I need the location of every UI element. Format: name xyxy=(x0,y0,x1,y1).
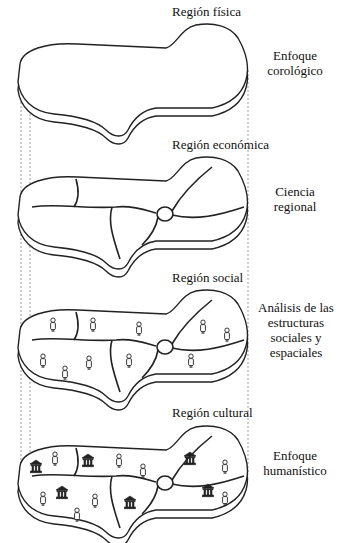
physical-region-slab xyxy=(18,24,248,144)
region-name: Región física xyxy=(172,4,332,19)
economic-region-slab xyxy=(18,157,248,277)
region-name: Región cultural xyxy=(172,405,332,420)
approach-label: Enfoque humanístico xyxy=(254,448,336,478)
approach-label: Análisis de las estructuras sociales y e… xyxy=(254,300,338,360)
cultural-region-slab xyxy=(18,426,248,543)
region-name: Región social xyxy=(172,270,332,285)
approach-label: Enfoque corológico xyxy=(254,48,336,78)
approach-label: Ciencia regional xyxy=(254,184,336,214)
region-name: Región económica xyxy=(172,137,332,152)
social-region-slab xyxy=(18,290,248,410)
